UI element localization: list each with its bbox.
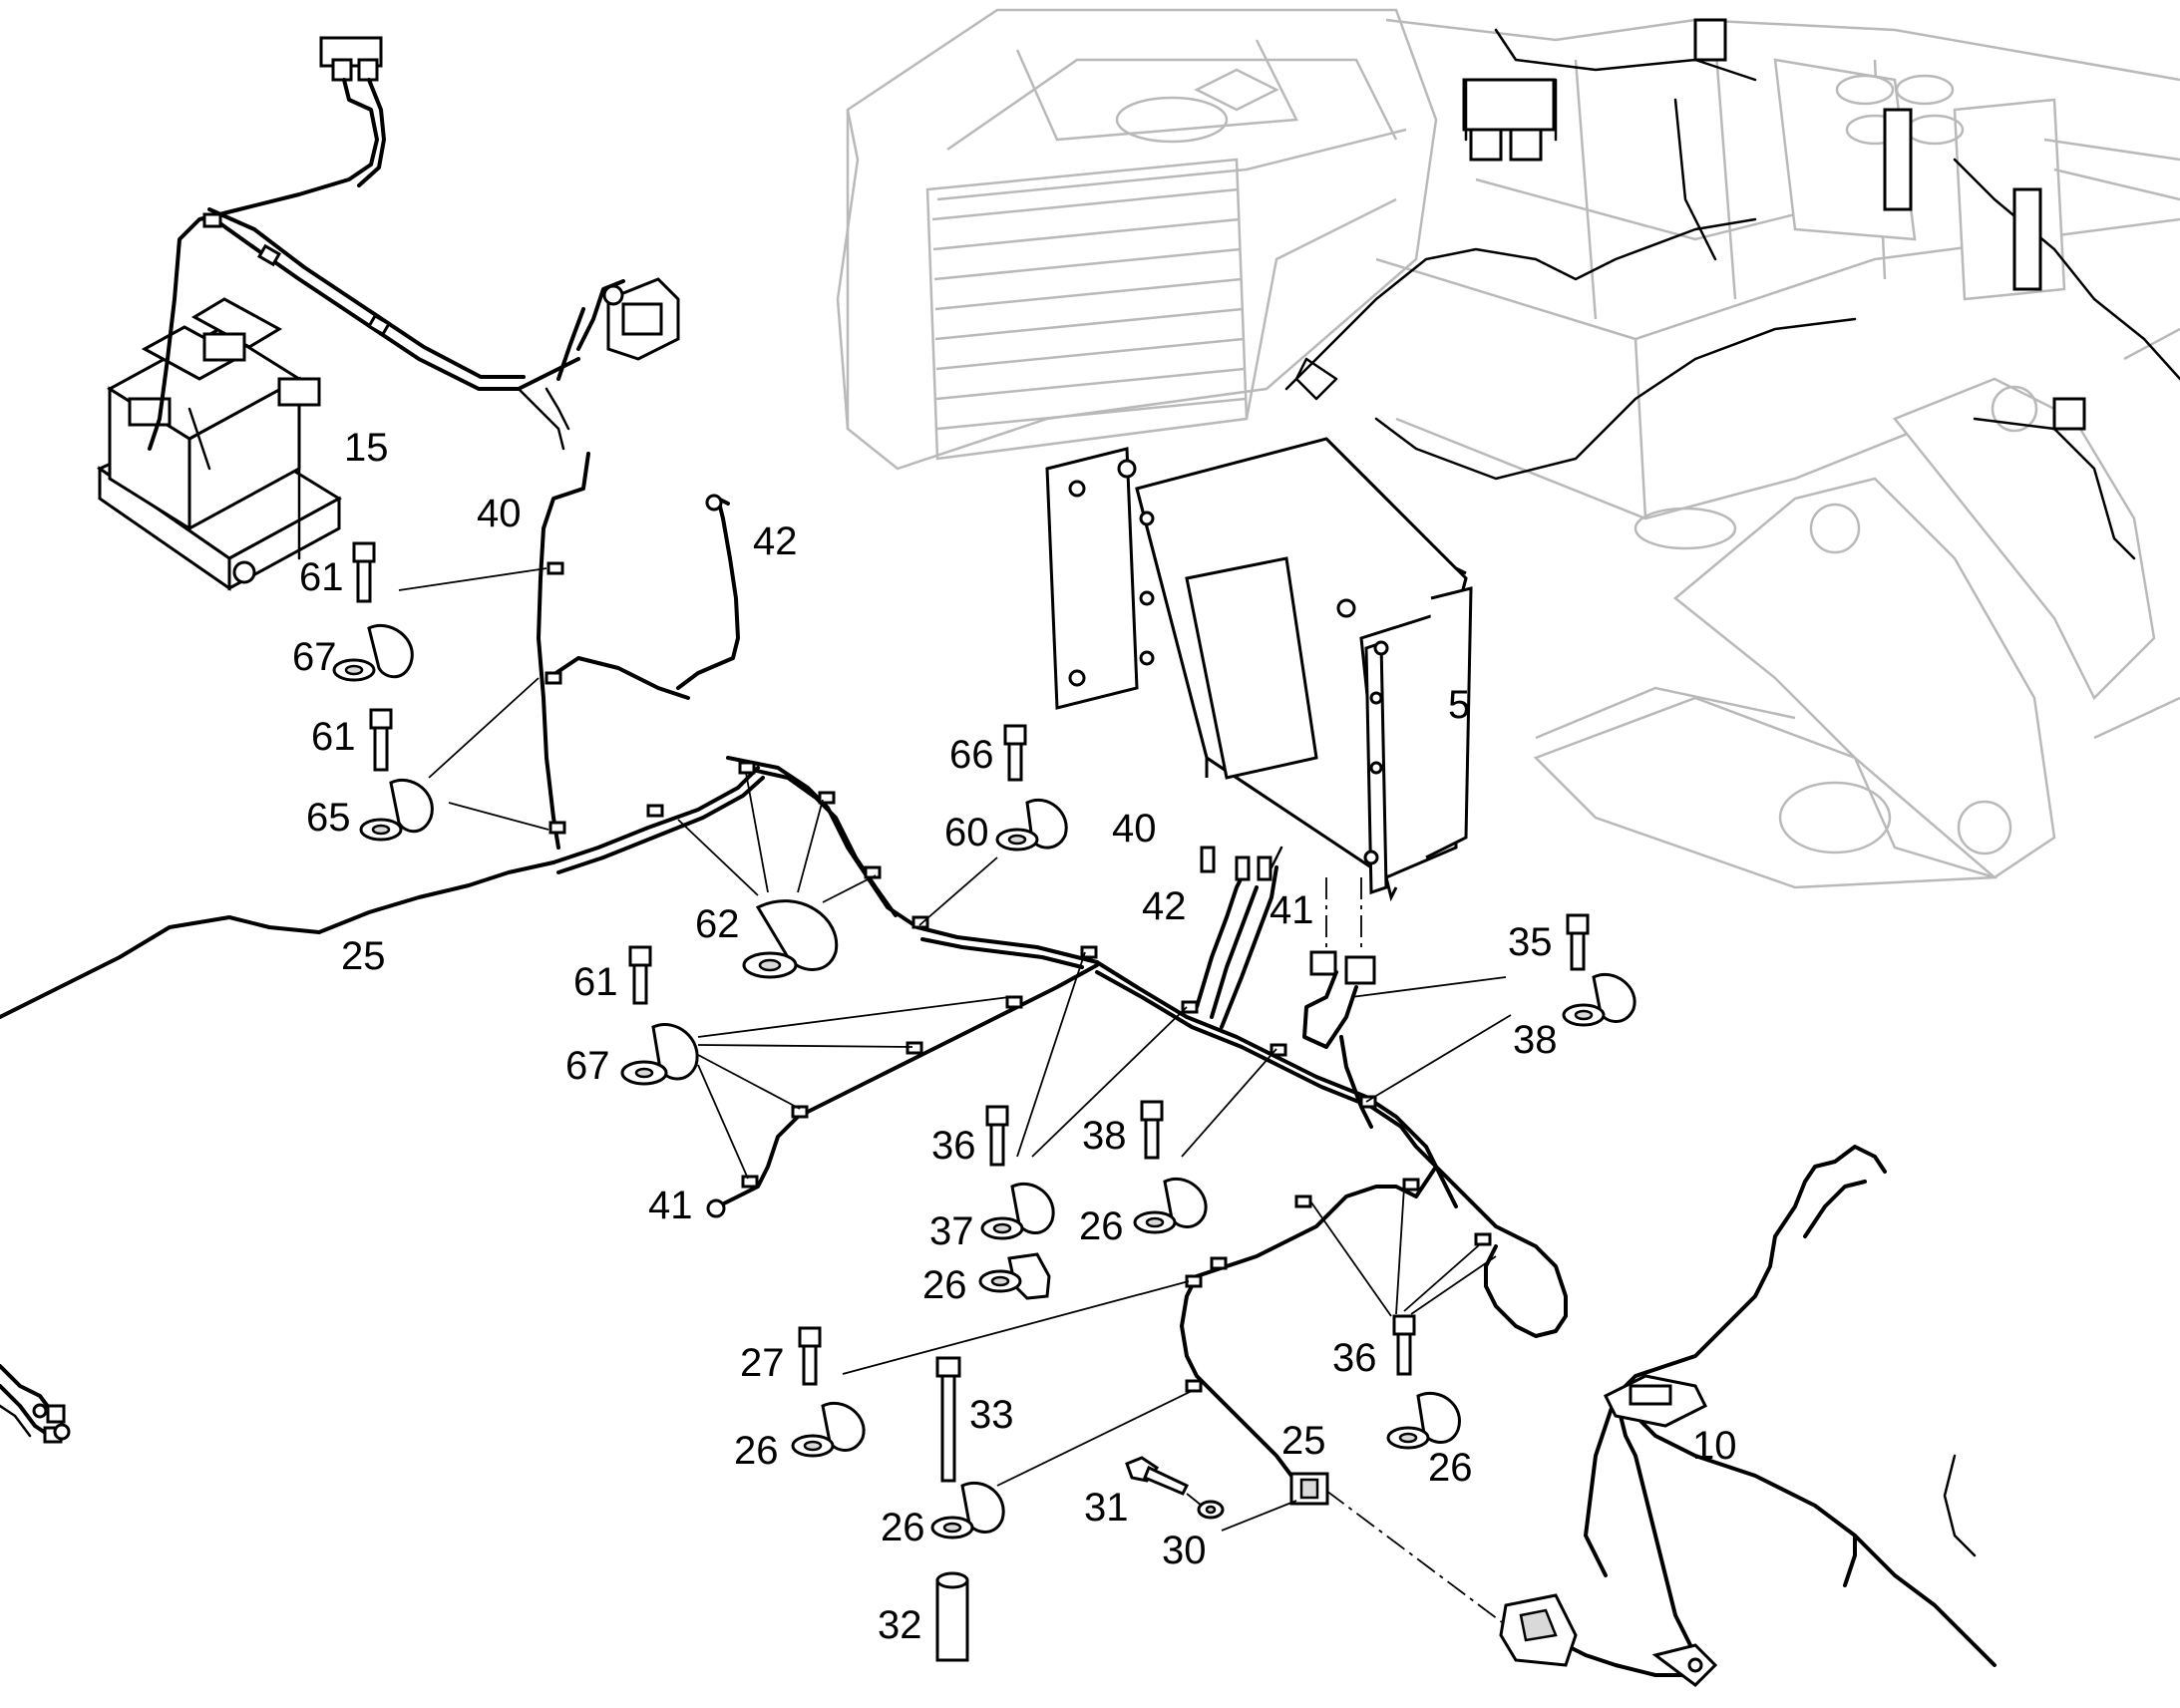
callout-26: 26 [1428,1446,1473,1490]
callout-15: 15 [344,426,389,470]
left-edge-connectors [0,1364,71,1444]
callout-67: 67 [292,635,337,679]
callout-38: 38 [1082,1114,1127,1158]
machine-chassis-background [836,8,2180,889]
callout-41: 41 [1270,888,1314,932]
clamp-26-d [930,1481,1005,1539]
connector-25 [1289,1472,1329,1506]
callout-35: 35 [1508,920,1553,964]
callout-30: 30 [1162,1529,1207,1572]
callout-26: 26 [1079,1204,1124,1248]
callout-labels: 15 40 42 61 67 61 65 25 62 66 60 40 42 4… [292,426,1737,1647]
clamp-26-a [978,1252,1051,1300]
bolt-61-b [369,708,393,772]
callout-36: 36 [1332,1336,1377,1380]
callout-61: 61 [299,555,344,599]
clamp-37 [980,1182,1055,1240]
clamp-38-a [1562,972,1636,1027]
callout-5: 5 [1448,683,1470,727]
washer-30 [1197,1500,1225,1520]
ecu-control-unit [1045,437,1473,902]
callout-40: 40 [1112,807,1157,851]
callout-42: 42 [1142,884,1187,928]
callout-61: 61 [311,715,356,759]
callout-26: 26 [881,1506,925,1549]
battery-cable-harness [148,36,580,471]
clamp-26-c [791,1401,866,1458]
callout-31: 31 [1084,1486,1129,1530]
background-relay-box [1462,78,1558,162]
callout-41: 41 [648,1184,693,1227]
callout-38: 38 [1513,1018,1558,1062]
callout-27: 27 [740,1341,785,1385]
clamp-60 [995,798,1068,852]
callout-25: 25 [1281,1419,1326,1463]
callout-65: 65 [306,796,351,840]
clamp-62 [742,899,839,979]
bolt-61-c [628,945,652,1005]
callout-26: 26 [922,1263,967,1307]
loader-arm [1533,327,2180,889]
bolt-36-b [1392,1314,1416,1376]
callout-36: 36 [931,1124,976,1168]
callout-26: 26 [734,1429,779,1473]
bolt-27 [798,1326,822,1386]
harness-clip-markers [545,561,1492,1393]
bolt-38 [1140,1100,1164,1160]
clamp-67-a [332,623,414,682]
callout-60: 60 [944,811,989,854]
callout-25: 25 [341,934,386,978]
radiator-grille [925,158,1249,461]
callout-40: 40 [477,492,522,535]
connector-10-assembly [1524,1145,1997,1687]
clamp-26-e [1386,1391,1461,1450]
callout-42: 42 [753,519,798,563]
leader-lines [398,567,1512,1532]
clamp-67-b [620,1023,699,1086]
callout-67: 67 [565,1044,610,1088]
bolt-61-a [352,541,376,603]
connector-housing-lower [1499,1593,1578,1667]
callout-33: 33 [969,1393,1014,1437]
bolt-36-a [985,1105,1009,1167]
callout-37: 37 [929,1209,974,1253]
clamp-65 [359,778,434,842]
screw-31 [1125,1456,1190,1496]
callout-62: 62 [695,902,740,946]
bolt-33 [935,1356,961,1483]
callout-61: 61 [573,960,618,1004]
battery-disconnect-switch [545,277,680,431]
clamp-26-b [1133,1177,1208,1234]
callout-10: 10 [1692,1424,1737,1468]
battery-box [96,297,342,591]
bolt-66 [1003,724,1027,782]
callout-66: 66 [949,733,994,777]
spacer-sleeve-32 [935,1571,969,1662]
callout-32: 32 [878,1603,922,1647]
bolt-35 [1566,913,1590,971]
main-wiring-harness [0,452,1568,1506]
